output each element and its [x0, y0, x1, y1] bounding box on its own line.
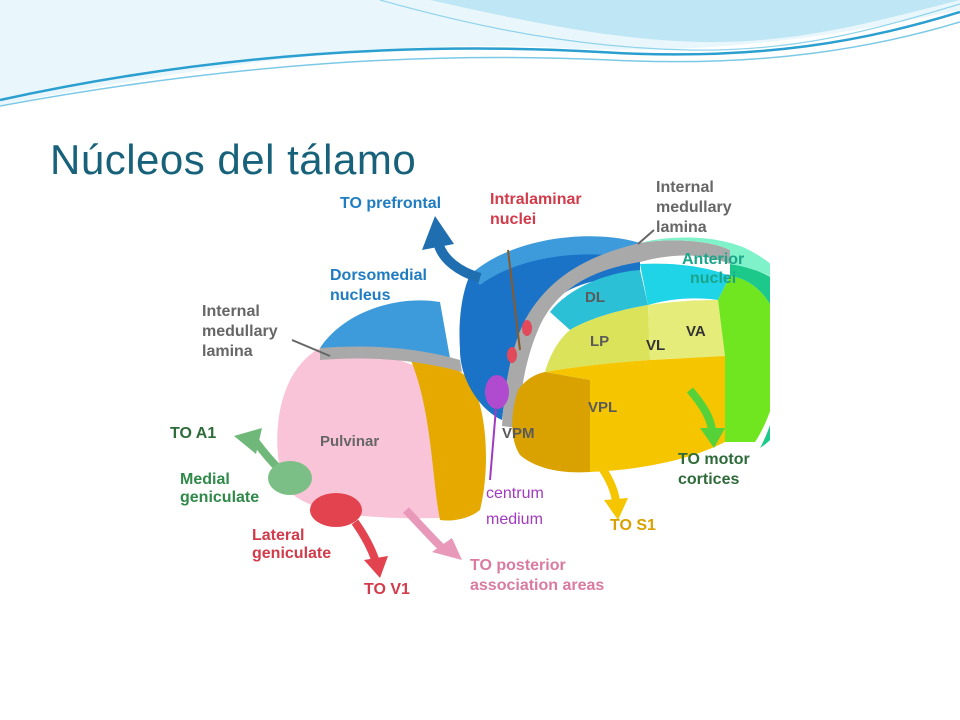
label-to-v1: TO V1 [364, 581, 410, 598]
arrow-to-v1-head [364, 556, 388, 578]
arrow-to-prefrontal-head [422, 216, 454, 250]
arrow-to-posterior-head [432, 538, 462, 560]
region-label-vpl: VPL [588, 399, 617, 416]
thalamus-diagram: DL LP VL VA VPL VPM Pulvinar TO prefront… [170, 180, 770, 598]
label-iml-top-2: medullary [656, 199, 732, 216]
dorsomedial-left-region [320, 300, 450, 358]
leader-iml-left [291, 339, 331, 357]
label-iml-left-1: Internal [202, 303, 260, 320]
label-to-motor-1: TO motor [678, 451, 750, 468]
label-lateral-gen-1: Lateral [252, 527, 304, 544]
arrow-to-motor-shaft [686, 387, 716, 431]
lateral-posterior-band [410, 357, 486, 521]
label-dorsomedial-2: nucleus [330, 287, 391, 304]
label-medial-gen-1: Medial [180, 471, 230, 488]
label-anterior-2: nuclei [690, 270, 736, 287]
centrum-medianum [485, 375, 509, 409]
region-label-va: VA [686, 323, 706, 340]
arrow-to-posterior-shaft [403, 507, 445, 551]
leader-centrum [489, 407, 497, 481]
label-centrum-1: centrum [486, 485, 544, 502]
region-label-pulvinar: Pulvinar [320, 433, 379, 450]
label-to-posterior-2: association areas [470, 577, 604, 594]
label-iml-left-2: medullary [202, 323, 278, 340]
ventral-anterior-region [730, 264, 770, 448]
ventral-lateral-region [718, 276, 770, 442]
thalamus-diagram-svg: DL LP VL VA VPL VPM Pulvinar TO prefront… [170, 180, 770, 598]
label-intralaminar-2: nuclei [490, 211, 536, 228]
label-medial-gen-2: geniculate [180, 489, 259, 506]
internal-medullary-lamina [502, 240, 730, 428]
dorsolateral-region [550, 270, 648, 330]
label-anterior-1: Anterior [682, 251, 744, 268]
leader-intralaminar [507, 249, 521, 351]
label-to-motor-2: cortices [678, 471, 739, 488]
arrow-to-motor-head [700, 428, 725, 448]
label-lateral-gen-2: geniculate [252, 545, 331, 562]
region-label-lp: LP [590, 333, 609, 350]
internal-medullary-lamina-left [320, 346, 462, 372]
arrow-to-a1-head [234, 428, 262, 454]
arrow-to-s1-head [604, 498, 628, 520]
label-iml-top-3: lamina [656, 219, 707, 236]
intralaminar-nucleus-1 [522, 320, 532, 336]
dorsomedial-nucleus [459, 238, 640, 420]
medial-geniculate [268, 461, 312, 495]
label-to-prefrontal: TO prefrontal [340, 195, 441, 212]
label-dorsomedial-1: Dorsomedial [330, 267, 427, 284]
region-label-vl: VL [646, 337, 665, 354]
dorsomedial-upper-band [470, 236, 640, 285]
region-label-vpm: VPM [502, 425, 535, 442]
label-iml-top-1: Internal [656, 180, 714, 196]
lateral-geniculate [310, 493, 362, 527]
slide-title: Núcleos del tálamo [50, 136, 417, 183]
dorsolateral-upper [640, 263, 730, 305]
label-iml-left-3: lamina [202, 343, 253, 360]
anterior-nuclei-region [640, 237, 770, 277]
region-label-dl: DL [585, 289, 605, 306]
label-centrum-2: medium [486, 511, 543, 528]
lateral-posterior-region [545, 305, 650, 372]
pulvinar-region [277, 348, 440, 519]
header-wave-decoration [0, 0, 960, 107]
lp-light [648, 300, 725, 360]
label-to-posterior-1: TO posterior [470, 557, 566, 574]
intralaminar-nucleus-2 [507, 347, 517, 363]
leader-iml-top [637, 229, 655, 245]
ventral-posteromedial-region [512, 372, 590, 473]
label-to-a1: TO A1 [170, 425, 216, 442]
label-intralaminar-1: Intralaminar [490, 191, 582, 208]
label-to-s1: TO S1 [610, 517, 656, 534]
